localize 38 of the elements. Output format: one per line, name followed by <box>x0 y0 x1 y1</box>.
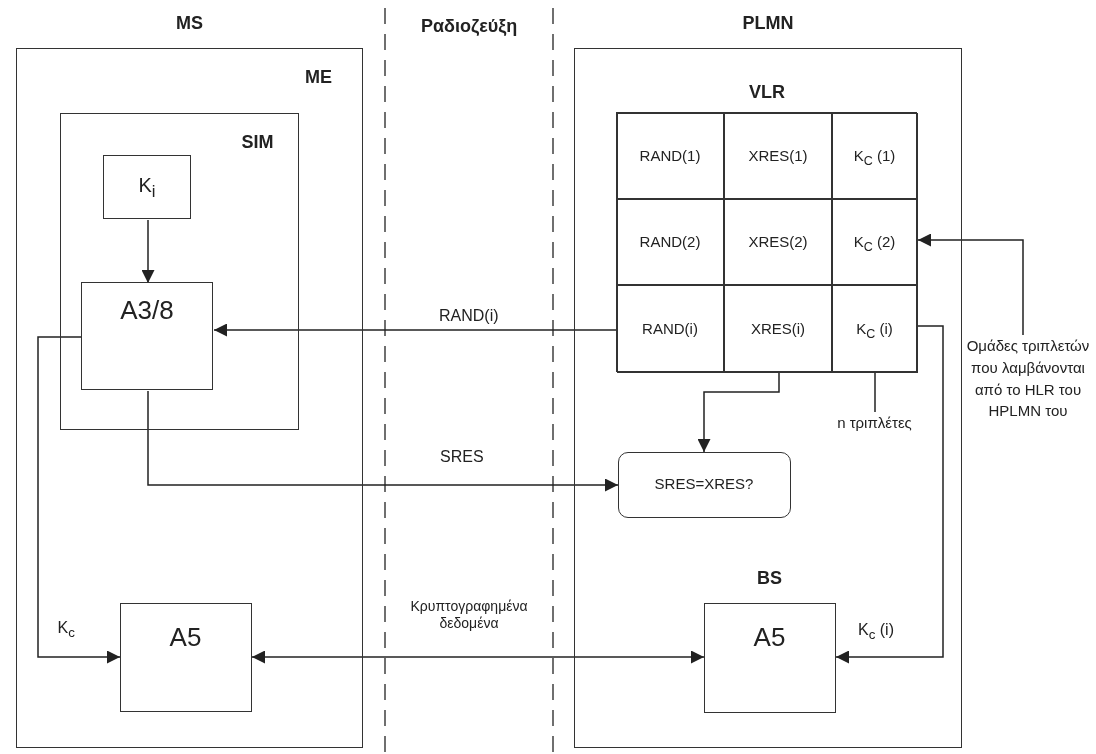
box-label: SRES=XRES? <box>653 474 755 492</box>
process-box <box>119 602 252 712</box>
table-cell: K$_{C}$ (2) <box>832 199 917 285</box>
heading: SIM <box>241 131 274 153</box>
table-cell: RAND(i) <box>616 285 724 372</box>
heading: VLR <box>748 81 786 103</box>
frame-box <box>59 112 299 430</box>
heading: BS <box>756 567 783 589</box>
table-cell: RAND(2) <box>616 199 724 285</box>
arrow <box>917 233 1024 336</box>
arrow <box>697 372 780 453</box>
table-cell: XRES(i) <box>724 285 832 372</box>
arrow <box>141 219 155 284</box>
leader-line <box>874 372 876 413</box>
box-label: K$_{i}$ <box>137 174 157 202</box>
table-cell: XRES(1) <box>724 112 832 199</box>
process-box <box>81 282 213 390</box>
arrow <box>213 323 618 337</box>
table-cell: K$_{C}$ (1) <box>832 112 917 199</box>
table-cell: K$_{C}$ (i) <box>832 285 917 372</box>
table-cell: XRES(2) <box>724 199 832 285</box>
annotation-text: Ομάδες τριπλετών που λαμβάνονται από το HLR του HPLMN του <box>962 335 1094 422</box>
decision-box <box>617 451 791 518</box>
process-box <box>103 155 191 219</box>
box-label: A3/8 <box>119 295 175 326</box>
table-cell: RAND(1) <box>616 112 724 199</box>
arrow <box>37 336 121 664</box>
edge-label: RAND(i) <box>437 306 501 326</box>
arrow <box>835 325 944 664</box>
box-label: A5 <box>168 621 203 653</box>
heading: MS <box>175 13 204 34</box>
leader-text: n τριπλέτες <box>811 411 938 434</box>
column-heading: Ραδιοζεύξη <box>421 16 518 37</box>
box-label: A5 <box>752 621 787 653</box>
arrow <box>251 650 705 664</box>
arrow <box>147 390 619 492</box>
heading: ME <box>305 67 332 88</box>
heading: PLMN <box>741 13 795 34</box>
